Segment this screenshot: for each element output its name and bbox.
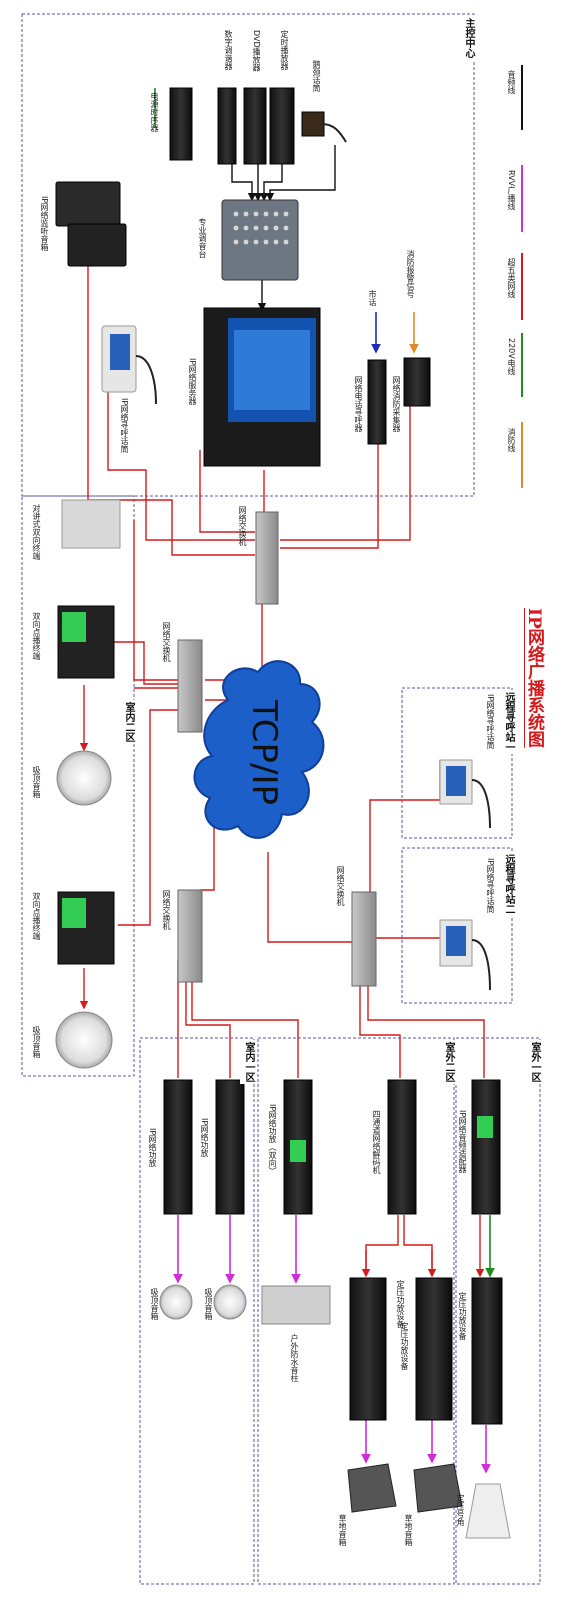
switch-indoor-2a	[177, 639, 203, 733]
column-speaker	[261, 1285, 331, 1325]
label-remote-mic-2: IP网络寻呼话筒	[486, 858, 495, 914]
ceiling-speaker-1	[56, 750, 112, 806]
zone-label-remote-1: 远程寻呼站一	[500, 690, 517, 754]
zone-control-center	[21, 13, 475, 497]
zone-outdoor-1	[455, 1037, 541, 1585]
legend-audio: 音频线	[507, 70, 516, 94]
gooseneck-mic-base	[301, 111, 325, 137]
power-sequencer	[169, 87, 193, 161]
switch-main	[255, 511, 279, 605]
label-switch-a: 网络交换机	[162, 622, 171, 662]
const-amp-3	[471, 1277, 503, 1425]
label-ip-amp-1: IP网络功放	[148, 1128, 157, 1168]
label-decoder: 四通道网络解码机	[372, 1110, 381, 1174]
label-lawn-2: 草地音箱	[404, 1514, 413, 1546]
ceiling-speaker-3	[159, 1284, 193, 1320]
label-ip-amp-2: IP网络功放	[200, 1118, 209, 1158]
label-ip-monitor-speaker: IP网络监听音箱	[40, 196, 49, 252]
phone-pager	[367, 359, 387, 445]
diagram-title: IP网络广播系统图	[524, 608, 544, 748]
gooseneck-mic-neck	[321, 123, 347, 143]
ceiling-speaker-4	[213, 1284, 247, 1320]
digital-tuner	[217, 87, 237, 165]
label-ceiling-1: 吸顶音箱	[32, 766, 41, 798]
label-switch-b: 网络交换机	[162, 890, 171, 930]
label-fire-collector: 网络消防采集器	[392, 376, 401, 432]
horn-speaker	[465, 1483, 511, 1539]
label-horn: 定压号角	[456, 1494, 465, 1526]
label-gooseneck-mic: 鹅颈话筒	[312, 60, 321, 92]
switch-remote	[351, 891, 377, 987]
zone-label-control-center: 主控中心	[460, 16, 477, 60]
lawn-speaker-1	[347, 1463, 397, 1513]
label-phone-pager: 网络电话寻呼器	[354, 376, 363, 432]
fire-collector	[403, 357, 431, 407]
label-ip-amp-bi: IP网络功放（双向）	[268, 1104, 277, 1176]
zone-indoor-1	[139, 1037, 255, 1585]
mixer	[221, 199, 299, 281]
monitor-speaker-2	[67, 223, 127, 267]
switch-indoor-2b	[177, 889, 203, 983]
label-adapter: IP网络音频适配器	[458, 1110, 467, 1174]
label-ip-paging-mic: IP网络寻呼话筒	[120, 398, 129, 454]
cloud-label: TCP/IP	[244, 700, 284, 806]
label-mixer: 专业调音台	[198, 218, 207, 258]
intercom-terminal	[61, 499, 121, 549]
legend-rvv: RVV广播线	[507, 170, 516, 211]
label-timing-player: 定时播放器	[280, 30, 289, 70]
zone-label-indoor-2: 室内二区	[120, 700, 137, 744]
ip-amp-2	[215, 1079, 245, 1215]
label-const-amp-3: 定压功放设备	[458, 1292, 467, 1340]
const-amp-1	[349, 1277, 387, 1421]
zone-remote-2	[401, 847, 513, 1004]
lawn-speaker-2	[413, 1463, 463, 1513]
const-amp-2	[415, 1277, 453, 1421]
label-tuner: 数字调谐器	[224, 30, 233, 70]
zone-label-outdoor-1: 室外一区	[526, 1040, 543, 1084]
label-fire-signal: 消防报警信号	[406, 250, 415, 298]
label-intercom: 对讲式双向终端	[32, 504, 41, 560]
label-column-speaker: 户外防水音柱	[290, 1334, 299, 1382]
zone-outdoor-2	[257, 1037, 455, 1585]
legend-cat5: 超五类网线	[507, 258, 516, 298]
label-switch-main: 网络交换机	[238, 506, 247, 546]
label-ceiling-3: 吸顶音箱	[150, 1288, 159, 1320]
label-terminal-a: 双向点播终端	[32, 612, 41, 660]
decoder-4ch	[387, 1079, 417, 1215]
ceiling-speaker-2	[55, 1011, 113, 1069]
label-ip-server: IP网络服务器	[188, 358, 197, 406]
zone-indoor-2	[21, 495, 135, 1077]
legend-fire: 消防线	[507, 428, 516, 452]
label-lawn-1: 草地音箱	[338, 1514, 347, 1546]
monitor-speaker-1	[55, 181, 121, 227]
label-terminal-b: 双向点播终端	[32, 892, 41, 940]
tcp-ip-cloud	[193, 660, 325, 839]
zone-label-indoor-1: 室内一区	[240, 1040, 257, 1084]
dvd-player	[243, 87, 267, 165]
label-ceiling-2: 吸顶音箱	[32, 1026, 41, 1058]
label-const-amp-2: 定压功放设备	[396, 1280, 405, 1328]
zone-label-outdoor-2: 室外二区	[440, 1040, 457, 1084]
label-ceiling-4: 吸顶音箱	[204, 1288, 213, 1320]
label-phone-line: 市话	[368, 290, 377, 306]
zone-remote-1	[401, 687, 513, 839]
ip-amp-1	[163, 1079, 193, 1215]
zone-label-remote-2: 远程寻呼站二	[500, 852, 517, 916]
legend-220v: 220V电线	[507, 338, 516, 375]
label-power-seq: 电源时序器	[150, 92, 159, 132]
label-const-amp-1: 定压功放设备	[400, 1322, 409, 1370]
label-switch-remote: 网络交换机	[336, 866, 345, 906]
label-dvd-player: DVD播放器	[252, 30, 261, 72]
timing-player	[269, 87, 295, 165]
ip-audio-adapter	[471, 1079, 501, 1215]
label-remote-mic-1: IP网络寻呼话筒	[486, 694, 495, 750]
